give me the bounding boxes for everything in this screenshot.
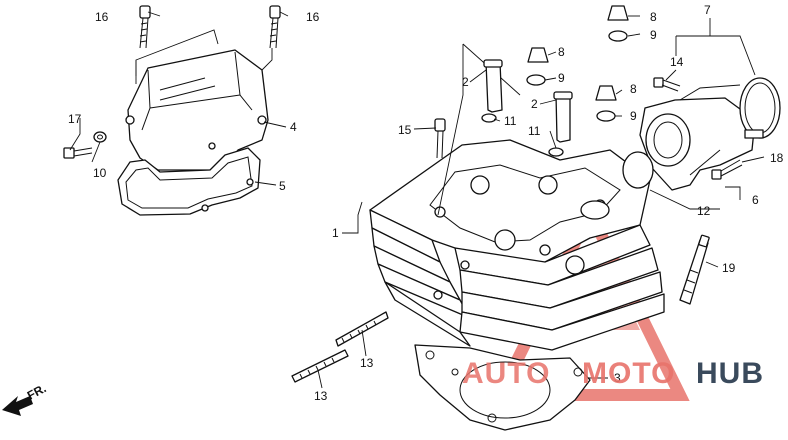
- callout-4: 4: [290, 120, 297, 134]
- callout-14: 14: [670, 55, 684, 69]
- callout-10: 10: [93, 166, 107, 180]
- watermark-auto: AUTO: [462, 357, 550, 390]
- cylinder-head: [369, 139, 665, 351]
- cylinder-head-cover: [125, 49, 269, 171]
- front-arrow-icon: [2, 396, 33, 416]
- stud-bolt-lower: [291, 349, 349, 383]
- callout-labels: 1 2 2 3 4 5 6 7 8 8 8 9 9 9 10 11 11 12 …: [68, 3, 784, 403]
- cap-nut-8-top: [607, 5, 629, 42]
- front-direction-indicator: FR.: [2, 381, 48, 416]
- watermark-text: AUTO MOTO HUB: [462, 357, 764, 390]
- watermark-moto: MOTO: [582, 357, 675, 390]
- callout-17: 17: [68, 112, 82, 126]
- callout-18: 18: [770, 151, 784, 165]
- callout-15: 15: [398, 123, 412, 137]
- callout-13a: 13: [360, 356, 374, 370]
- callout-1: 1: [332, 226, 339, 240]
- leader-lines: [69, 11, 765, 389]
- callout-11b: 11: [528, 124, 541, 138]
- callout-19: 19: [722, 261, 736, 275]
- bolt-14: [653, 77, 681, 92]
- stud-bolt-upper: [335, 311, 389, 347]
- bolt-18: [711, 159, 743, 180]
- callout-8b: 8: [558, 45, 565, 59]
- callout-2a: 2: [462, 75, 469, 89]
- watermark-hub: HUB: [696, 357, 764, 390]
- intake-clamp: [739, 77, 781, 139]
- callout-2b: 2: [531, 97, 538, 111]
- callout-6: 6: [752, 193, 759, 207]
- callout-9c: 9: [630, 109, 637, 123]
- valve-guide-lower: [548, 91, 573, 157]
- cap-nut-8-mid: [526, 47, 549, 86]
- callout-16b: 16: [306, 10, 320, 24]
- intake-insulator: [639, 84, 756, 191]
- cap-nut-8-low: [595, 85, 617, 122]
- cylinder-gasket: [414, 344, 591, 431]
- callout-8c: 8: [630, 82, 637, 96]
- callout-8a: 8: [650, 10, 657, 24]
- cover-bolt-right: [269, 5, 281, 49]
- washer-10: [93, 131, 107, 143]
- callout-5: 5: [279, 179, 286, 193]
- callout-9b: 9: [558, 71, 565, 85]
- bolt-15: [434, 118, 446, 159]
- o-ring-12: [622, 151, 654, 189]
- cover-bolt-left: [139, 5, 151, 49]
- bolt-17: [63, 147, 93, 159]
- callout-7: 7: [704, 3, 711, 17]
- callout-3: 3: [614, 371, 621, 385]
- callout-9a: 9: [650, 28, 657, 42]
- spark-plug: [679, 234, 710, 305]
- callout-16a: 16: [95, 10, 109, 24]
- valve-guide-upper: [481, 59, 503, 123]
- callout-13b: 13: [314, 389, 328, 403]
- callout-11a: 11: [504, 114, 517, 128]
- callout-12: 12: [697, 204, 711, 218]
- cover-gasket: [117, 147, 261, 216]
